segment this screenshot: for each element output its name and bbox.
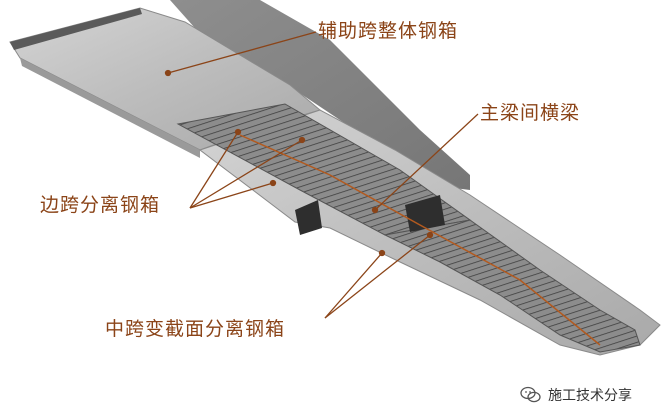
label-cross-beam: 主梁间横梁 [480,102,581,124]
leader-side-b [189,139,303,209]
leader-aux [167,31,317,74]
label-side-span-box: 边跨分离钢箱 [40,194,161,216]
leader-cross [374,113,479,211]
label-mid-span-box: 中跨变截面分离钢箱 [105,318,286,340]
label-aux-span-box: 辅助跨整体钢箱 [318,20,459,42]
leader-mid-b [324,234,431,319]
cross-beam-left [295,200,322,235]
leader-lines [164,31,479,319]
wechat-icon [520,386,541,403]
girder-centerline [239,134,601,346]
leader-side-c [189,182,274,209]
aux-span-box-end [10,8,142,50]
girder-shadow [170,0,470,190]
watermark-text: 施工技术分享 [548,388,632,404]
watermark: 施工技术分享 [520,385,632,405]
leader-mid-a [324,252,383,319]
leader-side-a [189,131,239,209]
mid-span-box [383,219,641,353]
aux-span-box-side [20,58,200,158]
